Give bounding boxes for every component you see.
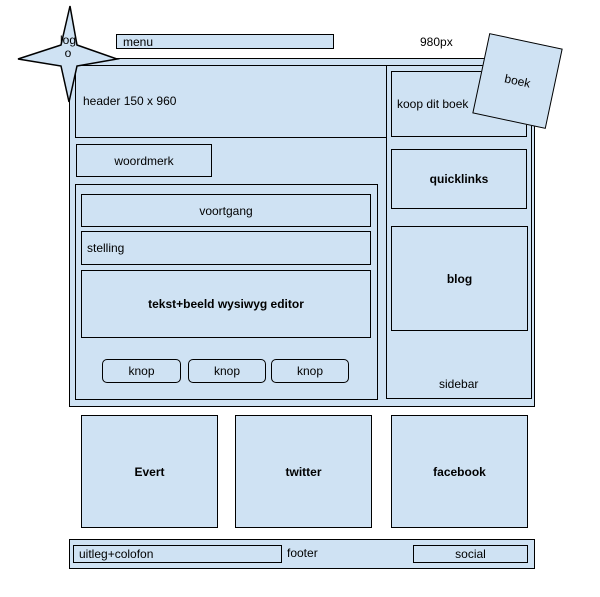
social-link[interactable]: social [413, 545, 528, 563]
colophon-label: uitleg+colofon [79, 547, 154, 561]
blog-label: blog [446, 271, 473, 286]
action-button-3[interactable]: knop [271, 359, 349, 383]
footer-label: footer [287, 546, 318, 560]
menu-label: menu [123, 35, 154, 49]
action-button-1[interactable]: knop [102, 359, 181, 383]
facebook-block[interactable]: facebook [391, 415, 528, 528]
progress-bar: voortgang [81, 194, 371, 227]
editor-label: tekst+beeld wysiwyg editor [148, 297, 304, 311]
twitter-block[interactable]: twitter [235, 415, 372, 528]
wordmark-box: woordmerk [76, 144, 212, 177]
action-button-2[interactable]: knop [188, 359, 266, 383]
twitter-label: twitter [285, 464, 322, 479]
button-label: knop [128, 364, 155, 378]
menu-bar[interactable]: menu [116, 34, 334, 49]
evert-label: Evert [134, 464, 165, 479]
button-label: knop [296, 364, 324, 378]
buy-book-label: koop dit boek [397, 97, 469, 111]
blog-box[interactable]: blog [391, 226, 528, 331]
header-area: header 150 x 960 [75, 65, 388, 138]
logo-label: logo [59, 33, 76, 60]
wordmark-label: woordmerk [114, 153, 174, 168]
logo-star-icon [17, 5, 120, 103]
social-label: social [455, 547, 486, 561]
facebook-label: facebook [433, 464, 486, 479]
book-tag-label: boek [503, 71, 532, 91]
statement-field[interactable]: stelling [81, 231, 371, 265]
wysiwyg-editor[interactable]: tekst+beeld wysiwyg editor [81, 270, 371, 338]
statement-label: stelling [87, 241, 125, 255]
colophon-link[interactable]: uitleg+colofon [73, 545, 282, 563]
quicklinks-label: quicklinks [429, 172, 489, 186]
book-tag[interactable]: boek [472, 33, 563, 129]
sidebar-label: sidebar [439, 377, 479, 391]
width-annotation: 980px [420, 35, 453, 49]
progress-label: voortgang [199, 203, 253, 218]
evert-block[interactable]: Evert [81, 415, 218, 528]
quicklinks-box[interactable]: quicklinks [391, 149, 527, 209]
header-label: header 150 x 960 [83, 94, 177, 108]
button-label: knop [213, 364, 241, 378]
